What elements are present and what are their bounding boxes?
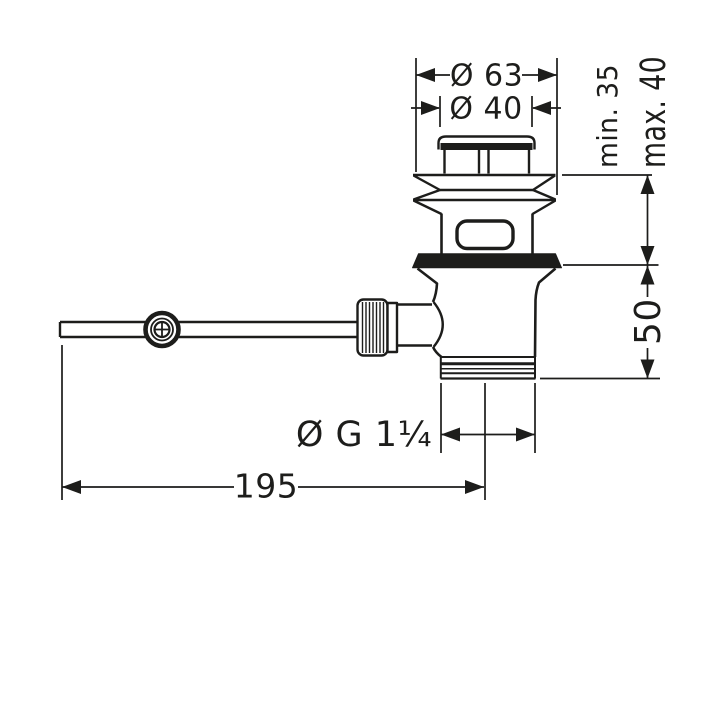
arrowhead-left <box>421 101 440 115</box>
overflow-window <box>455 219 515 251</box>
arrowhead-right <box>532 101 551 115</box>
nut-collar <box>386 301 399 354</box>
extension-lines <box>61 58 660 500</box>
dim-label-cap-diameter: Ø 63 <box>450 59 523 94</box>
arrowhead-down <box>640 359 655 379</box>
body-right-outline <box>533 267 557 358</box>
dim-label-rod-length: 195 <box>234 467 299 506</box>
dimension-group: Ø 63 Ø 40 min. 35 max. 40 <box>61 56 674 506</box>
upper-body-walls <box>440 213 534 254</box>
arrowhead-right <box>465 480 484 494</box>
dim-label-outlet-thread: Ø G 1¼ <box>296 415 432 455</box>
flange-lower-tier <box>412 188 557 216</box>
dim-label-body-height: 50 <box>628 298 669 345</box>
pull-rod <box>58 320 357 339</box>
pop-up-plug <box>437 135 536 174</box>
dim-cap-diameter: Ø 63 <box>416 59 557 94</box>
knurl-ridges <box>361 302 385 353</box>
thread-outline <box>439 356 536 379</box>
arrowhead-left <box>62 480 81 494</box>
arrowhead-down <box>640 246 655 265</box>
arrowhead-left <box>416 68 435 82</box>
rod-port <box>397 303 432 347</box>
arrowhead-right <box>538 68 557 82</box>
arrowhead-up <box>640 175 655 194</box>
dim-label-plug-diameter: Ø 40 <box>449 92 522 127</box>
dim-body-height: 50 <box>628 265 669 379</box>
arrowhead-up <box>640 265 655 285</box>
body-left-outline <box>416 267 443 359</box>
dim-rod-length: 195 <box>62 467 484 506</box>
seal-gasket <box>412 253 562 269</box>
fixture-group <box>58 135 562 380</box>
dim-label-max-depth: max. 40 <box>634 56 674 168</box>
plug-cap-band <box>440 143 533 150</box>
thread-section <box>439 356 536 380</box>
dim-plug-diameter: Ø 40 <box>411 92 561 127</box>
plug-skirt <box>443 150 531 174</box>
arrowhead-right <box>516 427 535 442</box>
rod-pivot-joint <box>143 310 181 349</box>
flange-upper-tier <box>412 173 556 192</box>
pivot-middle-ring <box>150 317 174 342</box>
dim-mounting-depth: min. 35 max. 40 <box>591 56 674 265</box>
pivot-cross-icon <box>154 321 170 338</box>
dim-outlet-thread: Ø G 1¼ <box>296 415 535 455</box>
flange <box>412 173 557 216</box>
rod-port-socket-arc <box>432 301 444 348</box>
dim-label-min-depth: min. 35 <box>591 64 624 168</box>
arrowhead-left <box>441 427 460 442</box>
